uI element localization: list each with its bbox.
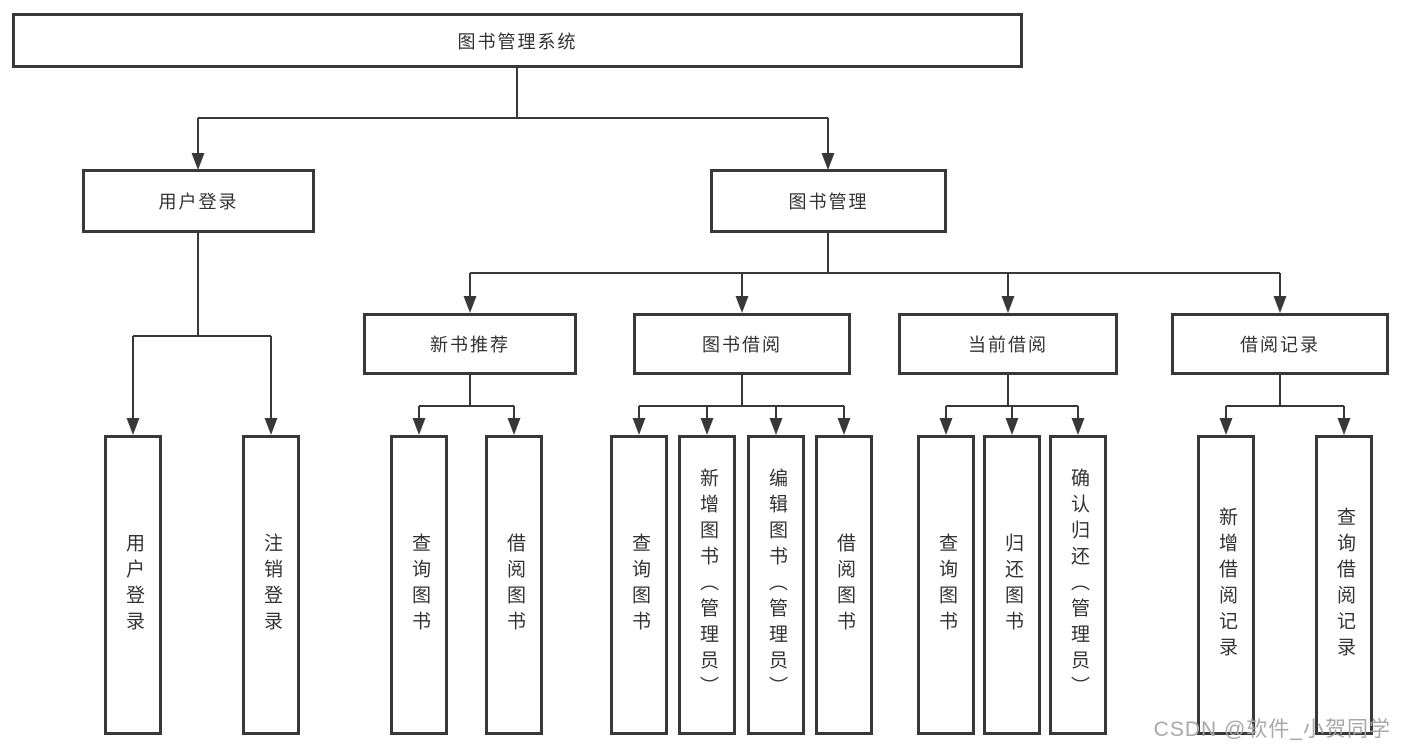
- connector-group-book-management: [469, 233, 1281, 297]
- leaf-current-query-books-label: 查询图书: [936, 533, 957, 637]
- leaf-records-query-record-label: 查询借阅记录: [1334, 507, 1355, 663]
- leaf-current-confirm-return-admin-label: 确认归还（管理员）: [1068, 468, 1089, 702]
- leaf-borrow-edit-books-admin: 编辑图书（管理员）: [747, 435, 805, 735]
- leaf-user-login: 用户登录: [104, 435, 162, 735]
- node-book-borrow: 图书借阅: [633, 313, 851, 375]
- connector-group-current-borrow: [945, 375, 1079, 419]
- node-borrow-records-label: 借阅记录: [1240, 335, 1320, 355]
- leaf-borrow-edit-books-admin-label: 编辑图书（管理员）: [766, 468, 787, 702]
- leaf-current-confirm-return-admin: 确认归还（管理员）: [1049, 435, 1107, 735]
- leaf-recommend-borrow-books-label: 借阅图书: [504, 533, 525, 637]
- node-user-login: 用户登录: [82, 169, 315, 233]
- leaf-borrow-add-books-admin: 新增图书（管理员）: [678, 435, 736, 735]
- connector-group-new-book-recommend: [418, 375, 515, 419]
- connector-group-book-borrow: [638, 375, 845, 419]
- leaf-records-add-record-label: 新增借阅记录: [1216, 507, 1237, 663]
- node-root-label: 图书管理系统: [457, 31, 578, 52]
- leaf-logout: 注销登录: [242, 435, 300, 735]
- leaf-recommend-query-books-label: 查询图书: [409, 533, 430, 637]
- node-current-borrow: 当前借阅: [898, 313, 1118, 375]
- node-book-management-label: 图书管理: [788, 192, 869, 212]
- node-user-login-label: 用户登录: [158, 192, 239, 212]
- leaf-records-query-record: 查询借阅记录: [1315, 435, 1373, 735]
- leaf-borrow-borrow-books-label: 借阅图书: [834, 533, 855, 637]
- connector-group-root: [197, 68, 829, 154]
- node-book-borrow-label: 图书借阅: [702, 335, 782, 355]
- leaf-borrow-borrow-books: 借阅图书: [815, 435, 873, 735]
- leaf-logout-label: 注销登录: [261, 533, 282, 637]
- node-new-book-recommend: 新书推荐: [363, 313, 577, 375]
- leaf-current-query-books: 查询图书: [917, 435, 975, 735]
- node-root: 图书管理系统: [12, 13, 1023, 68]
- csdn-watermark: CSDN @软件_小贺同学: [1153, 718, 1391, 741]
- leaf-borrow-add-books-admin-label: 新增图书（管理员）: [697, 468, 718, 702]
- node-current-borrow-label: 当前借阅: [968, 335, 1048, 355]
- connector-group-borrow-records: [1225, 375, 1345, 419]
- node-borrow-records: 借阅记录: [1171, 313, 1389, 375]
- leaf-recommend-borrow-books: 借阅图书: [485, 435, 543, 735]
- node-new-book-recommend-label: 新书推荐: [430, 335, 510, 355]
- leaf-user-login-label: 用户登录: [123, 533, 144, 637]
- leaf-current-return-books: 归还图书: [983, 435, 1041, 735]
- leaf-current-return-books-label: 归还图书: [1002, 533, 1023, 637]
- leaf-recommend-query-books: 查询图书: [390, 435, 448, 735]
- leaf-borrow-query-books: 查询图书: [610, 435, 668, 735]
- connector-group-user-login: [132, 233, 272, 419]
- leaf-records-add-record: 新增借阅记录: [1197, 435, 1255, 735]
- node-book-management: 图书管理: [710, 169, 947, 233]
- leaf-borrow-query-books-label: 查询图书: [629, 533, 650, 637]
